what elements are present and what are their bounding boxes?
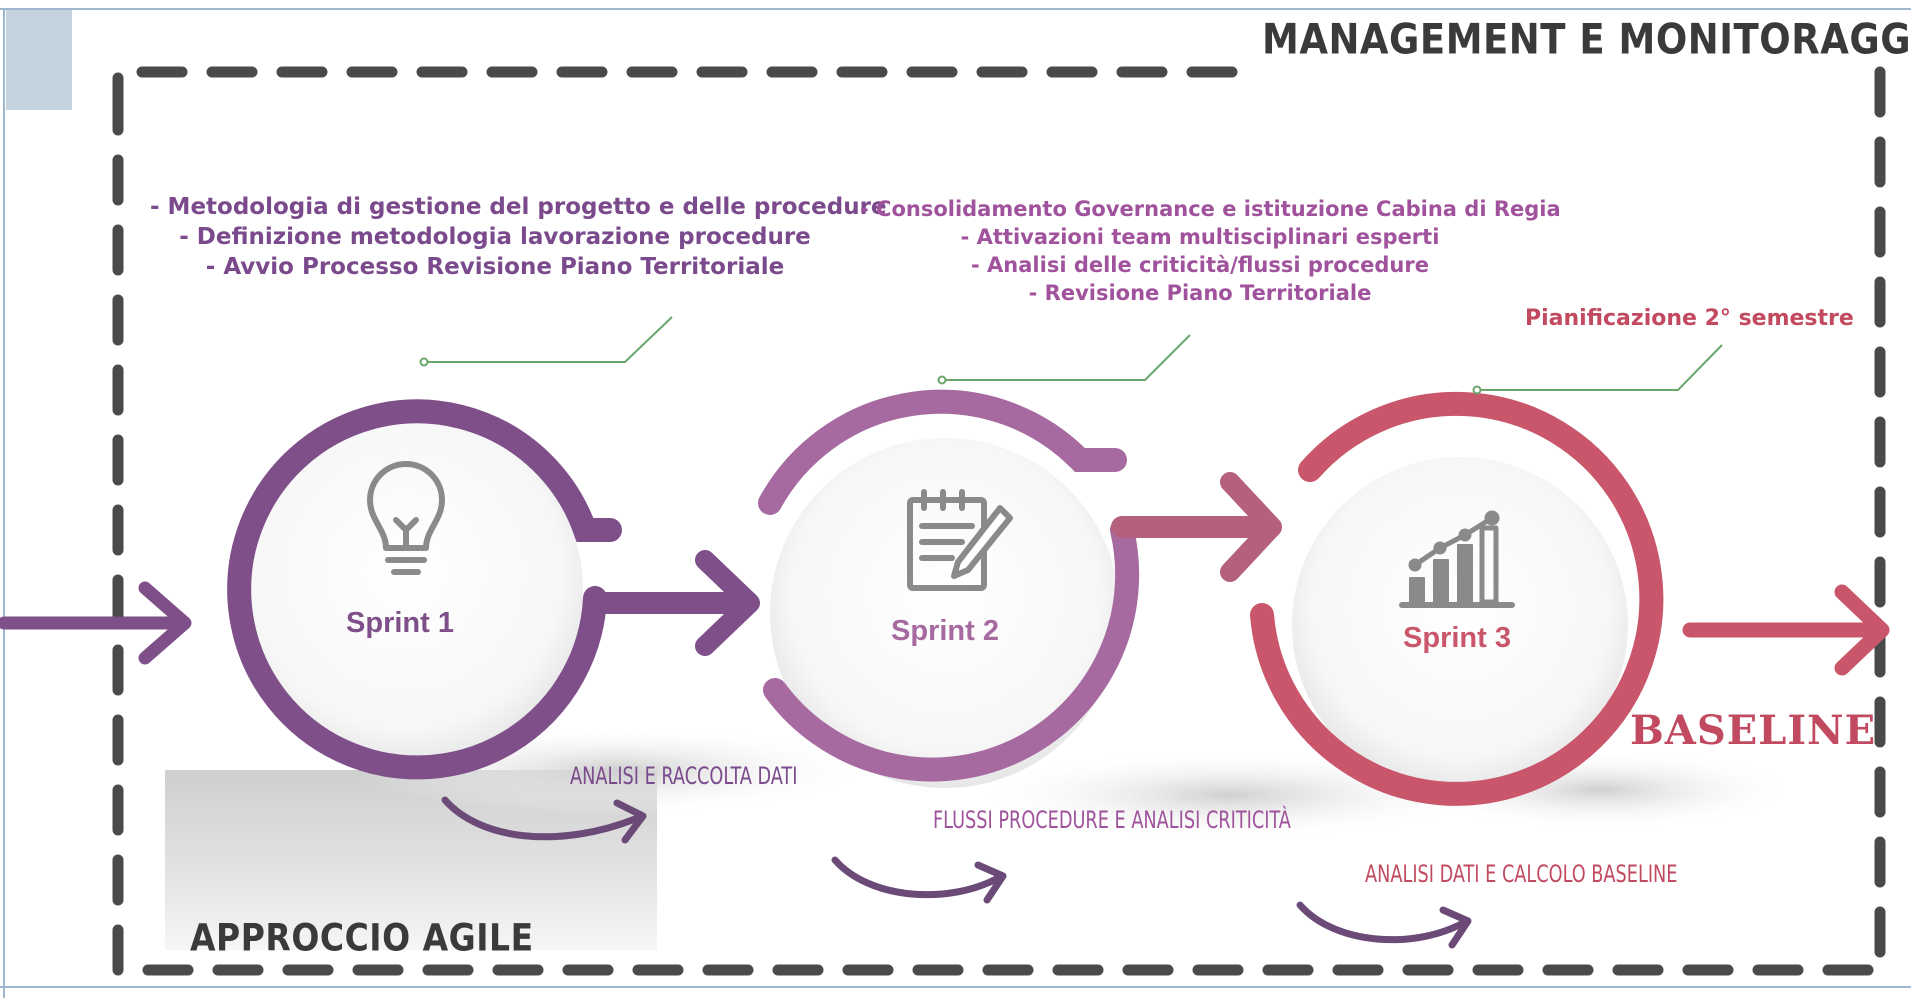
sprint-2-note: - Consolidamento Governance e istituzion… — [860, 197, 1561, 221]
sprint-1-node — [227, 399, 760, 780]
management-title: MANAGEMENT E MONITORAGGIO — [1262, 15, 1911, 64]
phase-1-label: ANALISI E RACCOLTA DATI — [570, 762, 798, 790]
sprint-3-ring — [1250, 391, 1664, 806]
bar-chart-growth-icon — [1399, 510, 1515, 608]
phase-3-label: ANALISI DATI E CALCOLO BASELINE — [1365, 860, 1678, 888]
arrow-1-to-2-head — [695, 550, 760, 656]
leader-line-2 — [937, 334, 1191, 385]
notepad-pencil-icon — [907, 489, 1013, 591]
phase-3-curved-arrow — [1296, 901, 1472, 949]
sprint-2-node — [758, 389, 1282, 788]
agile-title: APPROCCIO AGILE — [190, 915, 534, 960]
sprint-2-notes: - Consolidamento Governance e istituzion… — [860, 195, 1561, 307]
arrow-2-to-3-head — [1220, 472, 1282, 582]
sprint-2-note: - Analisi delle criticità/flussi procedu… — [971, 253, 1429, 277]
phase-2-curved-arrow — [831, 856, 1007, 904]
corner-block — [6, 10, 72, 110]
baseline-label: BASELINE — [1630, 707, 1877, 754]
sprint-1-note: - Definizione metodologia lavorazione pr… — [179, 224, 811, 250]
sprint-1-note: - Avvio Processo Revisione Piano Territo… — [205, 254, 785, 280]
sprint-2-ring-bottom — [763, 518, 1140, 782]
sprint-2-disc — [770, 438, 1120, 788]
sprint-2-note: - Attivazioni team multisciplinari esper… — [960, 225, 1440, 249]
dashed-frame — [112, 66, 1886, 976]
entry-arrow — [0, 581, 192, 665]
sprint-3-label: Sprint 3 — [1403, 622, 1511, 654]
sprint-2-label: Sprint 2 — [891, 615, 999, 647]
exit-arrow — [1682, 584, 1890, 676]
sprint-2-ring-top — [758, 389, 1127, 515]
sprint-1-disc — [227, 412, 583, 768]
phase-1-curved-arrow — [441, 796, 647, 844]
sprint-3-note: Pianificazione 2° semestre — [1525, 306, 1854, 331]
sprint-1-label: Sprint 1 — [346, 607, 454, 639]
sprint-1-notes: - Metodologia di gestione del progetto e… — [150, 192, 887, 282]
leader-line-1 — [419, 316, 673, 367]
sprint-1-note: - Metodologia di gestione del progetto e… — [150, 194, 887, 220]
phase-2-label: FLUSSI PROCEDURE E ANALISI CRITICITÀ — [933, 806, 1291, 834]
lightbulb-icon — [367, 461, 445, 575]
sprint-3-node — [1250, 391, 1664, 806]
sprint-2-note: - Revisione Piano Territoriale — [1028, 281, 1372, 305]
leader-line-3 — [1472, 344, 1723, 395]
sprint-1-ring — [227, 399, 622, 780]
sprint-3-disc — [1292, 457, 1628, 793]
